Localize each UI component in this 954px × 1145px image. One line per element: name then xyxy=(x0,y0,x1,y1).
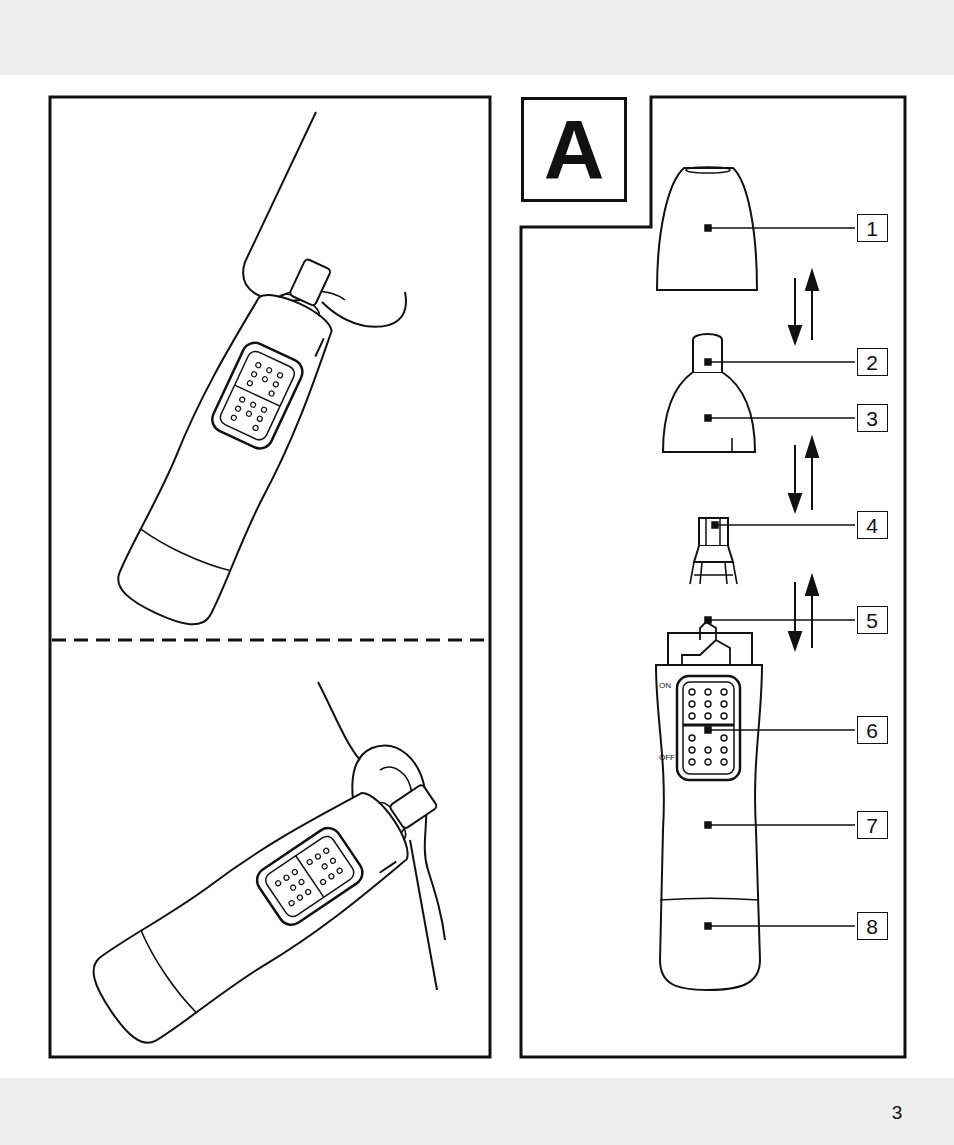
callout-number: 4 xyxy=(866,515,878,536)
callout-number: 8 xyxy=(866,916,878,937)
callout-number: 1 xyxy=(866,218,878,239)
callout-box: 5 xyxy=(857,606,888,634)
callout-box: 1 xyxy=(857,214,888,242)
switch-marking: ON xyxy=(659,682,671,690)
callout-number: 6 xyxy=(866,720,878,741)
callout-number: 3 xyxy=(866,408,878,429)
callout-number: 7 xyxy=(866,815,878,836)
callout-box: 3 xyxy=(857,404,888,432)
callout-box: 4 xyxy=(857,511,888,539)
callout-number: 2 xyxy=(866,352,878,373)
callout-box: 6 xyxy=(857,716,888,744)
callout-box: 2 xyxy=(857,348,888,376)
figure-letter-box: A xyxy=(521,97,627,202)
switch-marking: OFF xyxy=(659,754,675,762)
callout-number: 5 xyxy=(866,610,878,631)
callout-box: 7 xyxy=(857,811,888,839)
callout-box: 8 xyxy=(857,912,888,940)
page-number: 3 xyxy=(892,1103,903,1122)
figure-letter: A xyxy=(544,108,605,192)
